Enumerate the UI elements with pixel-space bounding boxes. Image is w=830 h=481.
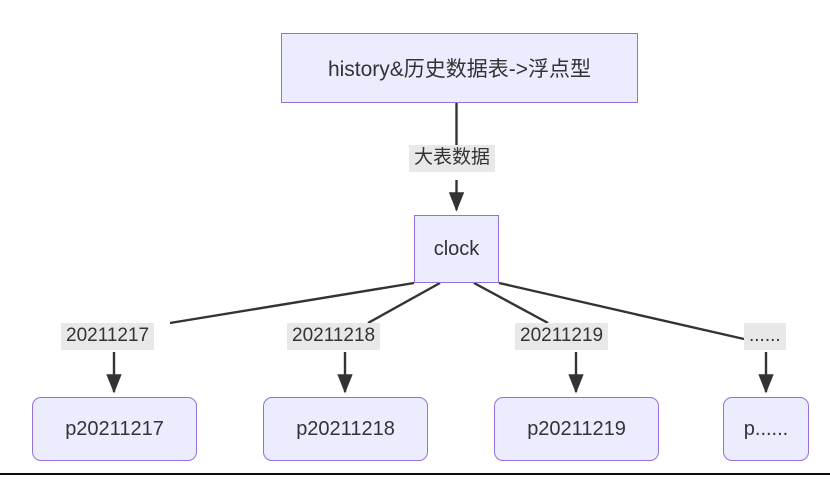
node-p20211219[interactable]: p20211219 [494, 397, 659, 461]
node-clock[interactable]: clock [414, 215, 499, 283]
edge-label-big-table-data: 大表数据 [409, 145, 496, 172]
node-p20211217[interactable]: p20211217 [32, 397, 197, 461]
edge-label-ellipsis: ...... [744, 323, 786, 350]
edge-label-20211218: 20211218 [287, 323, 381, 350]
edge-clock-to-20211219 [473, 281, 549, 325]
node-p-ellipsis[interactable]: p...... [723, 397, 809, 461]
bottom-divider [0, 473, 830, 475]
edge-clock-to-20211218 [367, 281, 441, 325]
node-p20211218[interactable]: p20211218 [263, 397, 428, 461]
edge-label-20211217: 20211217 [61, 323, 155, 350]
edge-clock-to-20211217 [169, 281, 415, 325]
node-history-table[interactable]: history&历史数据表->浮点型 [281, 33, 638, 103]
edge-label-20211219: 20211219 [515, 323, 609, 350]
